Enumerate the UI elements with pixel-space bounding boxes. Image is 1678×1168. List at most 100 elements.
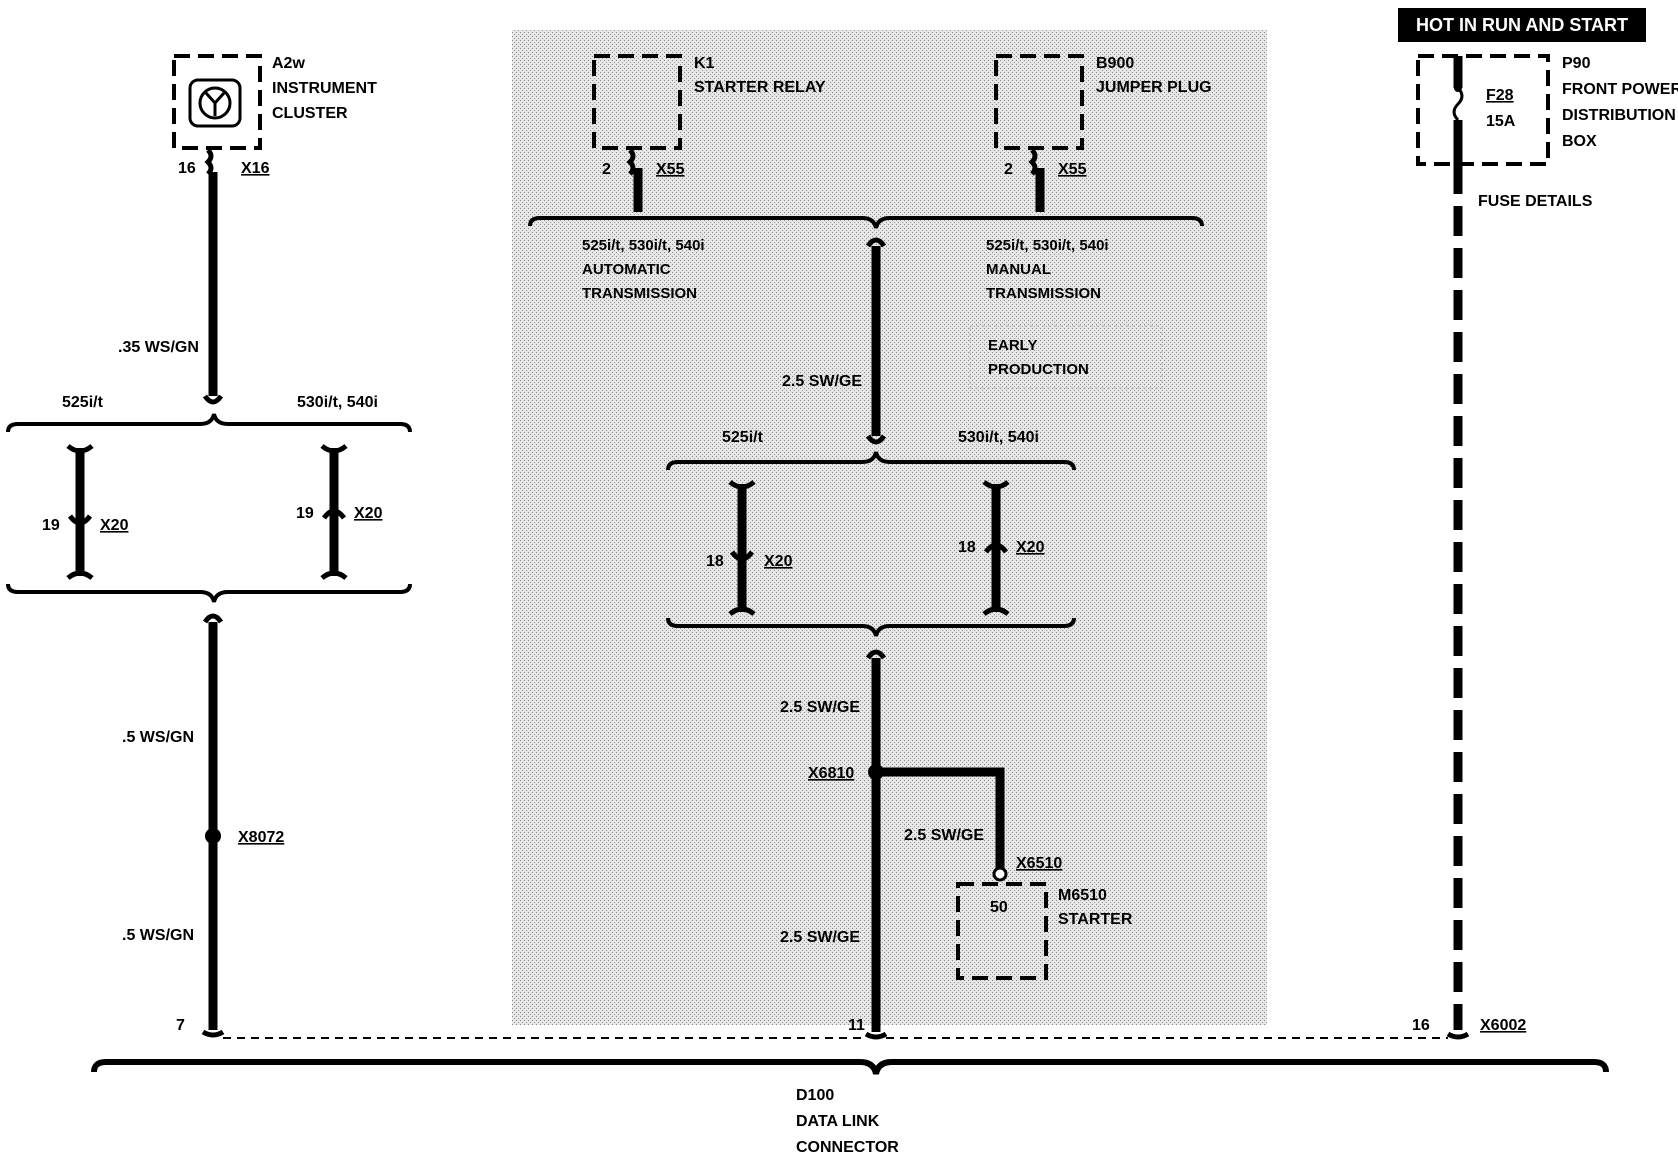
mid-x20-b-pin: 18 xyxy=(958,539,976,556)
a2w-line1: INSTRUMENT xyxy=(272,80,377,97)
wire-label-w1: .35 WS/GN xyxy=(118,339,199,356)
m6510-id: M6510 xyxy=(1058,887,1107,904)
fuse-terminal-top xyxy=(1454,84,1462,92)
mid-x20-a-mid xyxy=(729,550,755,562)
p90-line1: FRONT POWER xyxy=(1562,81,1678,98)
left-x20-b-conn: X20 xyxy=(354,505,383,522)
manual-line2: MANUAL xyxy=(986,261,1051,278)
d100-pin-right: 16 xyxy=(1412,1017,1430,1034)
mid-x20-a-conn: X20 xyxy=(764,553,793,570)
m6510-connector: X6510 xyxy=(1016,855,1062,872)
d100-pin-left: 7 xyxy=(176,1017,185,1034)
d100-left-pin-symbol xyxy=(201,1029,225,1038)
b900-connector: X55 xyxy=(1058,161,1087,178)
mid-x20-b-mid xyxy=(983,542,1009,554)
k1-component-box xyxy=(592,54,682,150)
left-branch-a-label: 525i/t xyxy=(62,394,104,411)
hot-banner: HOT IN RUN AND START xyxy=(1398,8,1646,42)
left-x20-b-mid xyxy=(321,508,347,520)
auto-line2: AUTOMATIC xyxy=(582,261,671,278)
b900-pin: 2 xyxy=(1004,161,1013,178)
mid-x20-b-bottom xyxy=(982,606,1010,617)
starter-terminal xyxy=(992,866,1008,882)
b900-name: JUMPER PLUG xyxy=(1096,79,1212,96)
left-x20-a-mid xyxy=(67,514,93,526)
mid-x20-a-pin: 18 xyxy=(706,553,724,570)
left-x20-b-bottom xyxy=(320,570,348,581)
fuse-rating: 15A xyxy=(1486,113,1516,130)
early-production-region xyxy=(512,30,1267,1025)
m6510-component-box xyxy=(956,882,1048,980)
k1-connector: X55 xyxy=(656,161,685,178)
mid-x20-a-top xyxy=(728,479,756,490)
m6510-name: STARTER xyxy=(1058,911,1133,928)
b900-connector-symbol xyxy=(1028,148,1038,176)
manual-line1: 525i/t, 530i/t, 540i xyxy=(986,237,1109,254)
left-top-connector xyxy=(202,394,224,405)
wire-starter xyxy=(876,767,1005,868)
fuse-id: F28 xyxy=(1486,87,1514,104)
wire-label-w7: 2.5 SW/GE xyxy=(780,929,860,946)
auto-line3: TRANSMISSION xyxy=(582,285,697,302)
fuse-f28-symbol xyxy=(1452,86,1464,122)
early-line1: EARLY xyxy=(988,337,1037,354)
left-x20-a-bottom xyxy=(66,570,94,581)
wire-label-w5: 2.5 SW/GE xyxy=(780,699,860,716)
early-line2: PRODUCTION xyxy=(988,361,1089,378)
fuse-details-label: FUSE DETAILS xyxy=(1478,193,1593,210)
manual-line3: TRANSMISSION xyxy=(986,285,1101,302)
early-production-box xyxy=(969,325,1163,389)
left-branch-bottom-bracket xyxy=(6,583,412,603)
d100-right-pin-symbol xyxy=(1446,1031,1470,1040)
d100-line1: DATA LINK xyxy=(796,1113,880,1130)
k1-id: K1 xyxy=(694,55,715,72)
a2w-connector: X16 xyxy=(241,160,270,177)
a2w-pin: 16 xyxy=(178,160,196,177)
x16-connector-symbol xyxy=(204,148,214,176)
k1-pin: 2 xyxy=(602,161,611,178)
m6510-pin: 50 xyxy=(990,899,1008,916)
d100-id: D100 xyxy=(796,1087,834,1104)
left-x20-a-conn: X20 xyxy=(100,517,129,534)
mid-lower-connector xyxy=(865,649,887,660)
mid-branch-bottom-bracket xyxy=(666,617,1076,637)
k1-connector-symbol xyxy=(626,148,636,176)
wire-label-w4: 2.5 SW/GE xyxy=(782,373,862,390)
mid-x20-b-conn: X20 xyxy=(1016,539,1045,556)
mid-branch-top-bracket xyxy=(666,451,1076,471)
auto-line1: 525i/t, 530i/t, 540i xyxy=(582,237,705,254)
top-branch-bracket xyxy=(528,216,1204,229)
mid-x20-b-top xyxy=(982,479,1010,490)
a2w-line2: CLUSTER xyxy=(272,105,348,122)
a2w-id: A2w xyxy=(272,55,305,72)
splice-x6810-label: X6810 xyxy=(808,765,854,782)
mid-branch-a-label: 525i/t xyxy=(722,429,764,446)
left-x20-b-top xyxy=(320,443,348,454)
splice-x8072 xyxy=(205,828,221,844)
left-x20-a-top xyxy=(66,443,94,454)
x6002-label: X6002 xyxy=(1480,1017,1526,1034)
left-branch-b-label: 530i/t, 540i xyxy=(297,394,378,411)
a2w-component-box xyxy=(172,54,262,150)
d100-connector-bracket xyxy=(91,1059,1609,1075)
hot-banner-text: HOT IN RUN AND START xyxy=(1416,15,1628,35)
left-x20-a-pin: 19 xyxy=(42,517,60,534)
wire-label-w6: 2.5 SW/GE xyxy=(904,827,984,844)
b900-id: B900 xyxy=(1096,55,1134,72)
left-branch-top-bracket xyxy=(6,413,412,433)
p90-component-box xyxy=(1416,54,1550,166)
d100-line2: CONNECTOR xyxy=(796,1139,899,1156)
mid-upper-connector-top xyxy=(865,237,887,248)
wire-label-w2: .5 WS/GN xyxy=(122,729,194,746)
instrument-cluster-icon xyxy=(188,78,242,128)
p90-line2: DISTRIBUTION xyxy=(1562,107,1676,124)
k1-name: STARTER RELAY xyxy=(694,79,826,96)
b900-component-box xyxy=(994,54,1084,150)
d100-mid-pin-symbol xyxy=(864,1031,888,1040)
d100-pin-mid: 11 xyxy=(848,1017,865,1034)
mid-upper-connector-bottom xyxy=(865,434,887,445)
mid-branch-b-label: 530i/t, 540i xyxy=(958,429,1039,446)
wire-label-w3: .5 WS/GN xyxy=(122,927,194,944)
p90-id: P90 xyxy=(1562,55,1591,72)
left-lower-connector xyxy=(202,613,224,624)
